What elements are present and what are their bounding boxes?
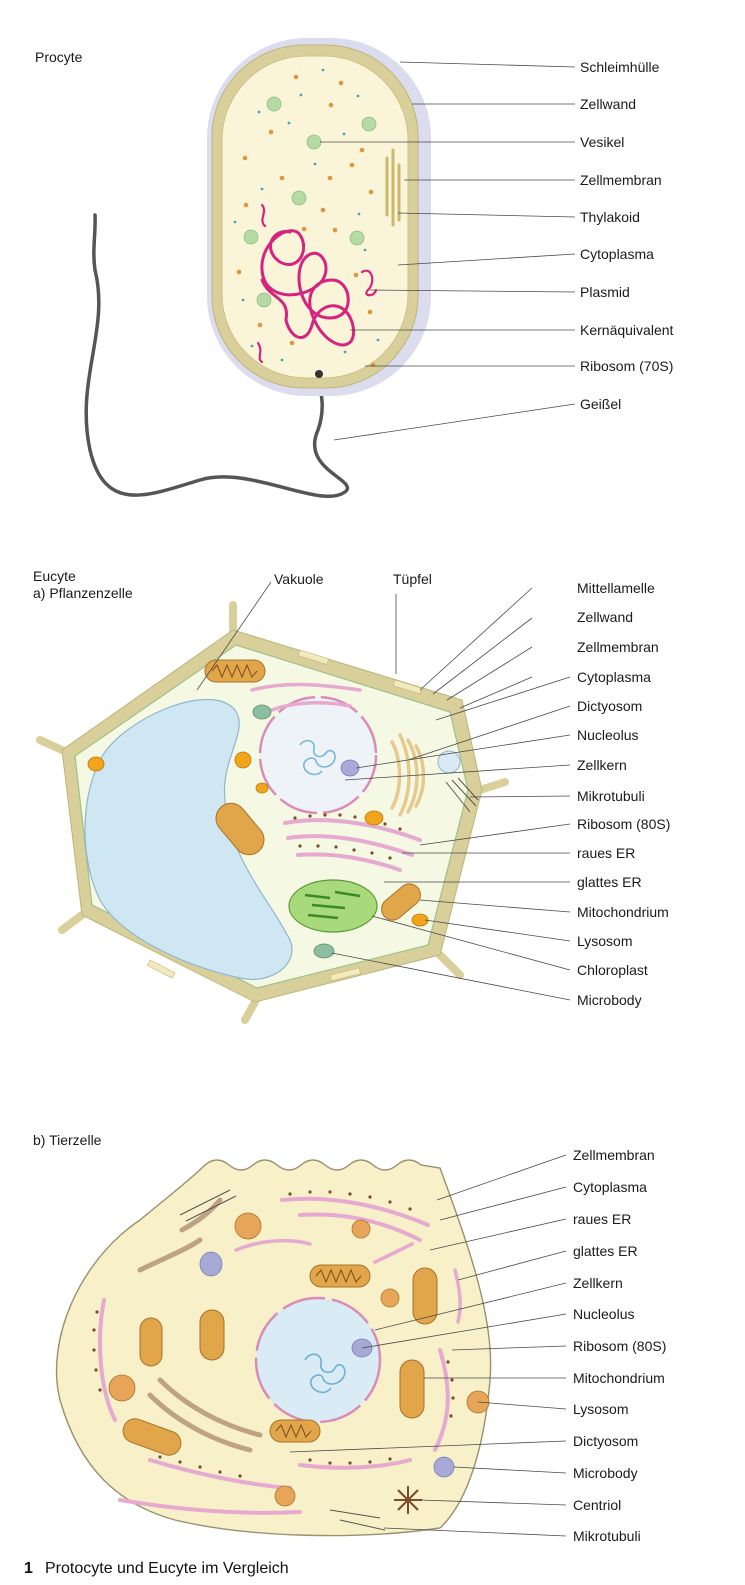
animal-title: b) Tierzelle xyxy=(33,1132,102,1148)
animal-label-zellkern: Zellkern xyxy=(573,1275,623,1291)
procyte-title: Procyte xyxy=(35,49,83,65)
animal-label-dictyosom: Dictyosom xyxy=(573,1433,638,1449)
procyte-label-schleimhuelle: Schleimhülle xyxy=(580,59,660,75)
animal-nucleus xyxy=(256,1298,380,1422)
procyte-section: Procyte xyxy=(35,38,674,496)
plant-label-group: Mittellamelle Zellwand Zellmembran Cytop… xyxy=(577,580,670,1008)
animal-cell-section: b) Tierzelle xyxy=(33,1132,666,1544)
plant-label-mittellamelle: Mittellamelle xyxy=(577,580,655,596)
procyte-label-geissel: Geißel xyxy=(580,396,621,412)
animal-label-lysosom: Lysosom xyxy=(573,1401,629,1417)
animal-label-zellmembran: Zellmembran xyxy=(573,1147,655,1163)
procyte-label-cytoplasma: Cytoplasma xyxy=(580,246,654,262)
plant-title-eucyte: Eucyte xyxy=(33,568,76,584)
plant-label-nucleolus: Nucleolus xyxy=(577,727,638,743)
plant-label-chloroplast: Chloroplast xyxy=(577,962,648,978)
caption-number: 1 xyxy=(24,1560,33,1577)
procyte-label-vesikel: Vesikel xyxy=(580,134,624,150)
plant-label-cytoplasma: Cytoplasma xyxy=(577,669,651,685)
procyte-label-zellmembran: Zellmembran xyxy=(580,172,662,188)
plant-label-zellwand: Zellwand xyxy=(577,609,633,625)
animal-label-centriol: Centriol xyxy=(573,1497,621,1513)
plant-label-zellmembran: Zellmembran xyxy=(577,639,659,655)
plant-label-lysosom: Lysosom xyxy=(577,933,633,949)
animal-label-mitochondrium: Mitochondrium xyxy=(573,1370,665,1386)
flagellum-basal-body xyxy=(315,370,323,378)
procyte-label-thylakoid: Thylakoid xyxy=(580,209,640,225)
animal-centriol xyxy=(394,1486,422,1514)
plant-label-mikrotubuli: Mikrotubuli xyxy=(577,788,645,804)
plant-nucleus xyxy=(260,697,376,813)
procyte-label-kernaequivalent: Kernäquivalent xyxy=(580,322,674,338)
procyte-label-zellwand: Zellwand xyxy=(580,96,636,112)
animal-label-raues-er: raues ER xyxy=(573,1211,631,1227)
plant-title-pflanzenzelle: a) Pflanzenzelle xyxy=(33,585,133,601)
plant-label-microbody: Microbody xyxy=(577,992,642,1008)
plant-label-ribosom-80s: Ribosom (80S) xyxy=(577,816,670,832)
plant-label-zellkern: Zellkern xyxy=(577,757,627,773)
animal-label-ribosom-80s: Ribosom (80S) xyxy=(573,1338,666,1354)
animal-label-glattes-er: glattes ER xyxy=(573,1243,638,1259)
plant-label-mitochondrium: Mitochondrium xyxy=(577,904,669,920)
animal-label-microbody: Microbody xyxy=(573,1465,638,1481)
animal-label-group: Zellmembran Cytoplasma raues ER glattes … xyxy=(573,1147,666,1544)
plant-label-glattes-er: glattes ER xyxy=(577,874,642,890)
procyte-label-ribosom-70s: Ribosom (70S) xyxy=(580,358,673,374)
figure-caption: 1 Protocyte und Eucyte im Vergleich xyxy=(24,1560,289,1577)
plant-label-tuepfel: Tüpfel xyxy=(393,571,432,587)
procyte-label-plasmid: Plasmid xyxy=(580,284,630,300)
procyte-label-group: Schleimhülle Zellwand Vesikel Zellmembra… xyxy=(580,59,674,412)
plant-cell-section: Eucyte a) Pflanzenzelle Vakuole Tüpfel xyxy=(33,568,670,1020)
plant-vesicle xyxy=(438,751,460,773)
animal-label-cytoplasma: Cytoplasma xyxy=(573,1179,647,1195)
plant-label-raues-er: raues ER xyxy=(577,845,635,861)
plant-label-vakuole: Vakuole xyxy=(274,571,324,587)
caption-text: Protocyte und Eucyte im Vergleich xyxy=(45,1560,289,1577)
animal-label-mikrotubuli: Mikrotubuli xyxy=(573,1528,641,1544)
animal-label-nucleolus: Nucleolus xyxy=(573,1306,634,1322)
plant-label-dictyosom: Dictyosom xyxy=(577,698,642,714)
